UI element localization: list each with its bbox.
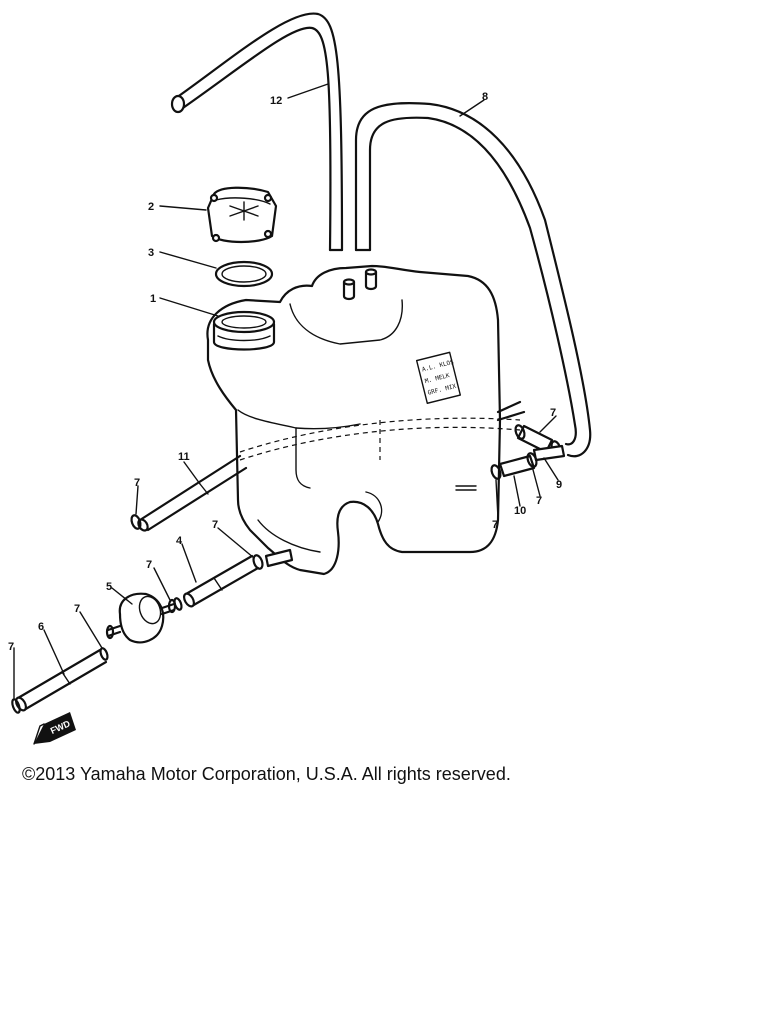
callout-leaders (13, 83, 559, 699)
callout-5: 5 (106, 581, 112, 593)
callout-7-d: 7 (74, 603, 80, 615)
fuel-tank-parts-diagram: A.L. KLOS M. MELK GRF. MIX (8, 12, 592, 745)
fuel-cap-2 (206, 186, 278, 244)
callout-7-g: 7 (536, 495, 542, 507)
callout-7-c: 7 (146, 559, 152, 571)
hose-11 (137, 454, 248, 532)
callout-12: 12 (270, 95, 282, 107)
return-fittings (490, 400, 566, 480)
callout-11: 11 (178, 451, 190, 463)
forward-arrow-icon: FWD (33, 712, 76, 745)
hose-6 (14, 648, 108, 712)
hose-clip-7a (130, 514, 142, 530)
callout-7-e: 7 (8, 641, 14, 653)
o-ring-3 (214, 260, 274, 288)
hose-4 (182, 548, 294, 608)
callout-1: 1 (150, 293, 156, 305)
callout-8: 8 (482, 91, 488, 103)
fuel-filter-5 (105, 592, 177, 644)
callout-7-h: 7 (492, 519, 498, 531)
copyright-notice: ©2013 Yamaha Motor Corporation, U.S.A. A… (22, 764, 511, 784)
callout-2: 2 (148, 201, 154, 213)
callout-10: 10 (514, 505, 526, 517)
callout-labels: 12 8 2 3 1 11 7 4 5 6 7 7 7 7 7 7 9 10 7 (8, 91, 562, 653)
callout-6: 6 (38, 621, 44, 633)
callout-7-b: 7 (212, 519, 218, 531)
callout-4: 4 (176, 535, 183, 547)
fuel-tank: A.L. KLOS M. MELK GRF. MIX (206, 264, 521, 576)
vent-hose-12 (170, 12, 344, 252)
return-hose-8 (354, 101, 592, 458)
callout-9: 9 (556, 479, 562, 491)
callout-7-f: 7 (550, 407, 556, 419)
callout-3: 3 (148, 247, 154, 259)
callout-7-a: 7 (134, 477, 140, 489)
